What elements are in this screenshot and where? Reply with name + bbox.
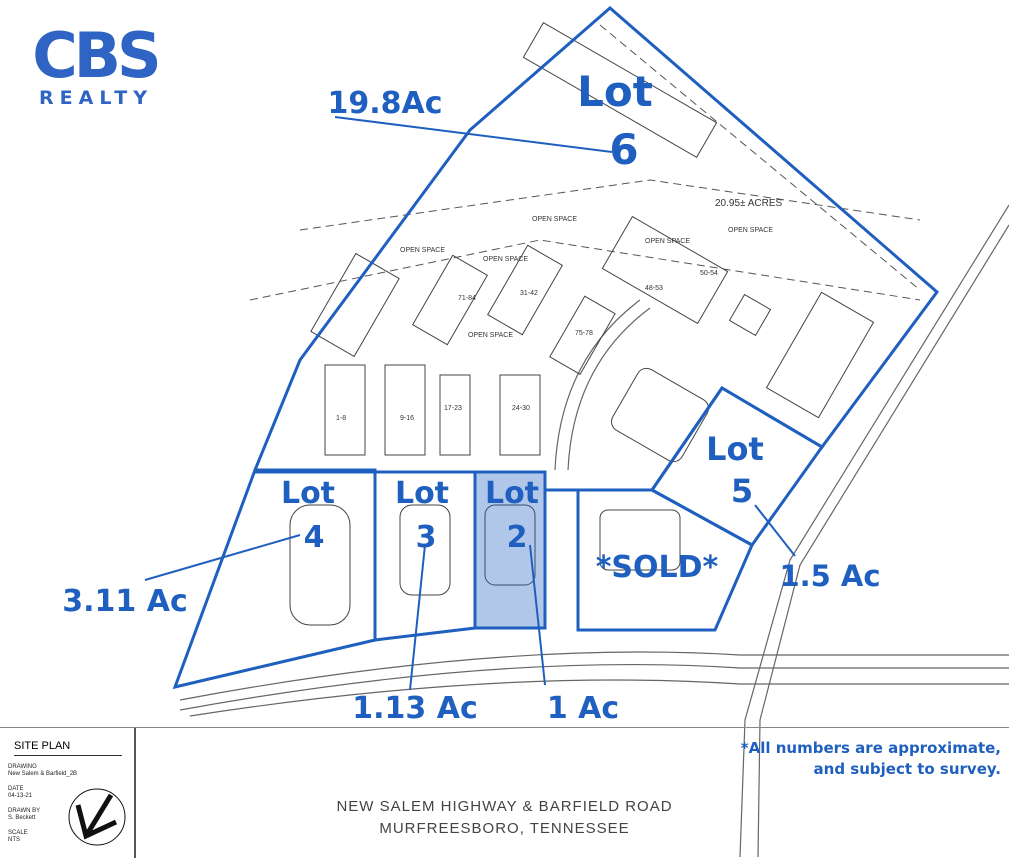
drawing-value: New Salem & Barfield_2B xyxy=(8,771,78,777)
title-block-info: SITE PLAN DRAWING New Salem & Barfield_2… xyxy=(0,728,136,858)
open-space-label: OPEN SPACE xyxy=(483,256,528,263)
lot-6-label: Lot xyxy=(577,67,653,116)
date-label: DATE xyxy=(8,786,24,792)
unit-label: 50-54 xyxy=(700,270,718,277)
roads xyxy=(179,204,1009,857)
svg-text:CBS: CBS xyxy=(32,19,158,92)
lot-3-leader xyxy=(409,544,426,691)
unit-label: 17-23 xyxy=(444,405,462,412)
scale-value: NTS xyxy=(8,837,20,843)
lot-2-leader xyxy=(529,544,546,686)
scale-label: SCALE xyxy=(8,830,28,836)
unit-label: 48-53 xyxy=(645,285,663,292)
unit-label: 1-8 xyxy=(336,415,346,422)
lot-4-area: 3.11 Ac xyxy=(62,584,187,619)
disclaimer-line-2: and subject to survey. xyxy=(813,760,1001,778)
unit-label: 31-42 xyxy=(520,290,538,297)
site-plan-heading: SITE PLAN xyxy=(14,740,122,756)
open-space-label: OPEN SPACE xyxy=(400,247,445,254)
lot-6-area: 19.8Ac xyxy=(327,86,442,121)
lot-3-area: 1.13 Ac xyxy=(352,691,477,726)
lot-2-boundary xyxy=(473,470,547,630)
unit-label: 75-78 xyxy=(575,330,593,337)
lot-2-label: Lot xyxy=(485,476,539,511)
svg-text:REALTY: REALTY xyxy=(39,87,153,109)
sold-label: *SOLD* xyxy=(596,550,719,585)
cbs-realty-logo: CBS REALTY xyxy=(32,19,162,109)
lot-4-leader xyxy=(144,534,301,581)
lot-2-area: 1 Ac xyxy=(547,691,619,726)
building-blocks xyxy=(289,21,875,626)
unit-label: 71-84 xyxy=(458,295,476,302)
lot-5-label: Lot xyxy=(706,430,764,468)
lot-6-number: 6 xyxy=(609,125,638,174)
open-space-label: OPEN SPACE xyxy=(532,216,577,223)
lot-5-area: 1.5 Ac xyxy=(779,559,880,593)
disclaimer-line-1: *All numbers are approximate, xyxy=(740,739,1001,757)
unit-label: 24-30 xyxy=(512,405,530,412)
north-arrow-icon xyxy=(68,788,126,846)
lot-2-number: 2 xyxy=(507,520,528,555)
lot-6-leader xyxy=(334,116,613,153)
unit-label: 9-16 xyxy=(400,415,414,422)
project-title-line-1: NEW SALEM HIGHWAY & BARFIELD ROAD xyxy=(336,798,673,815)
sold-lot-boundary xyxy=(576,488,754,632)
drawing-label: DRAWING xyxy=(8,764,37,770)
title-block: SITE PLAN DRAWING New Salem & Barfield_2… xyxy=(0,727,1009,858)
lot-3-number: 3 xyxy=(416,520,437,555)
lot-4-number: 4 xyxy=(304,520,325,555)
open-space-label: OPEN SPACE xyxy=(645,238,690,245)
disclaimer-note: *All numbers are approximate, and subjec… xyxy=(741,738,1001,780)
drawn-by-value: S. Beckett xyxy=(8,815,36,821)
date-value: 04-13-21 xyxy=(8,793,33,799)
project-title-line-2: MURFREESBORO, TENNESSEE xyxy=(379,820,630,837)
open-space-label: OPEN SPACE xyxy=(728,227,773,234)
lot-5-number: 5 xyxy=(731,472,753,510)
lot-5-leader xyxy=(754,504,796,557)
drawn-by-label: DRAWN BY xyxy=(8,808,41,814)
lot-3-label: Lot xyxy=(395,476,449,511)
acreage-label: 20.95± ACRES xyxy=(715,198,783,209)
lot-4-boundary xyxy=(172,468,377,690)
open-space-label: OPEN SPACE xyxy=(468,332,513,339)
lot-4-label: Lot xyxy=(281,476,335,511)
